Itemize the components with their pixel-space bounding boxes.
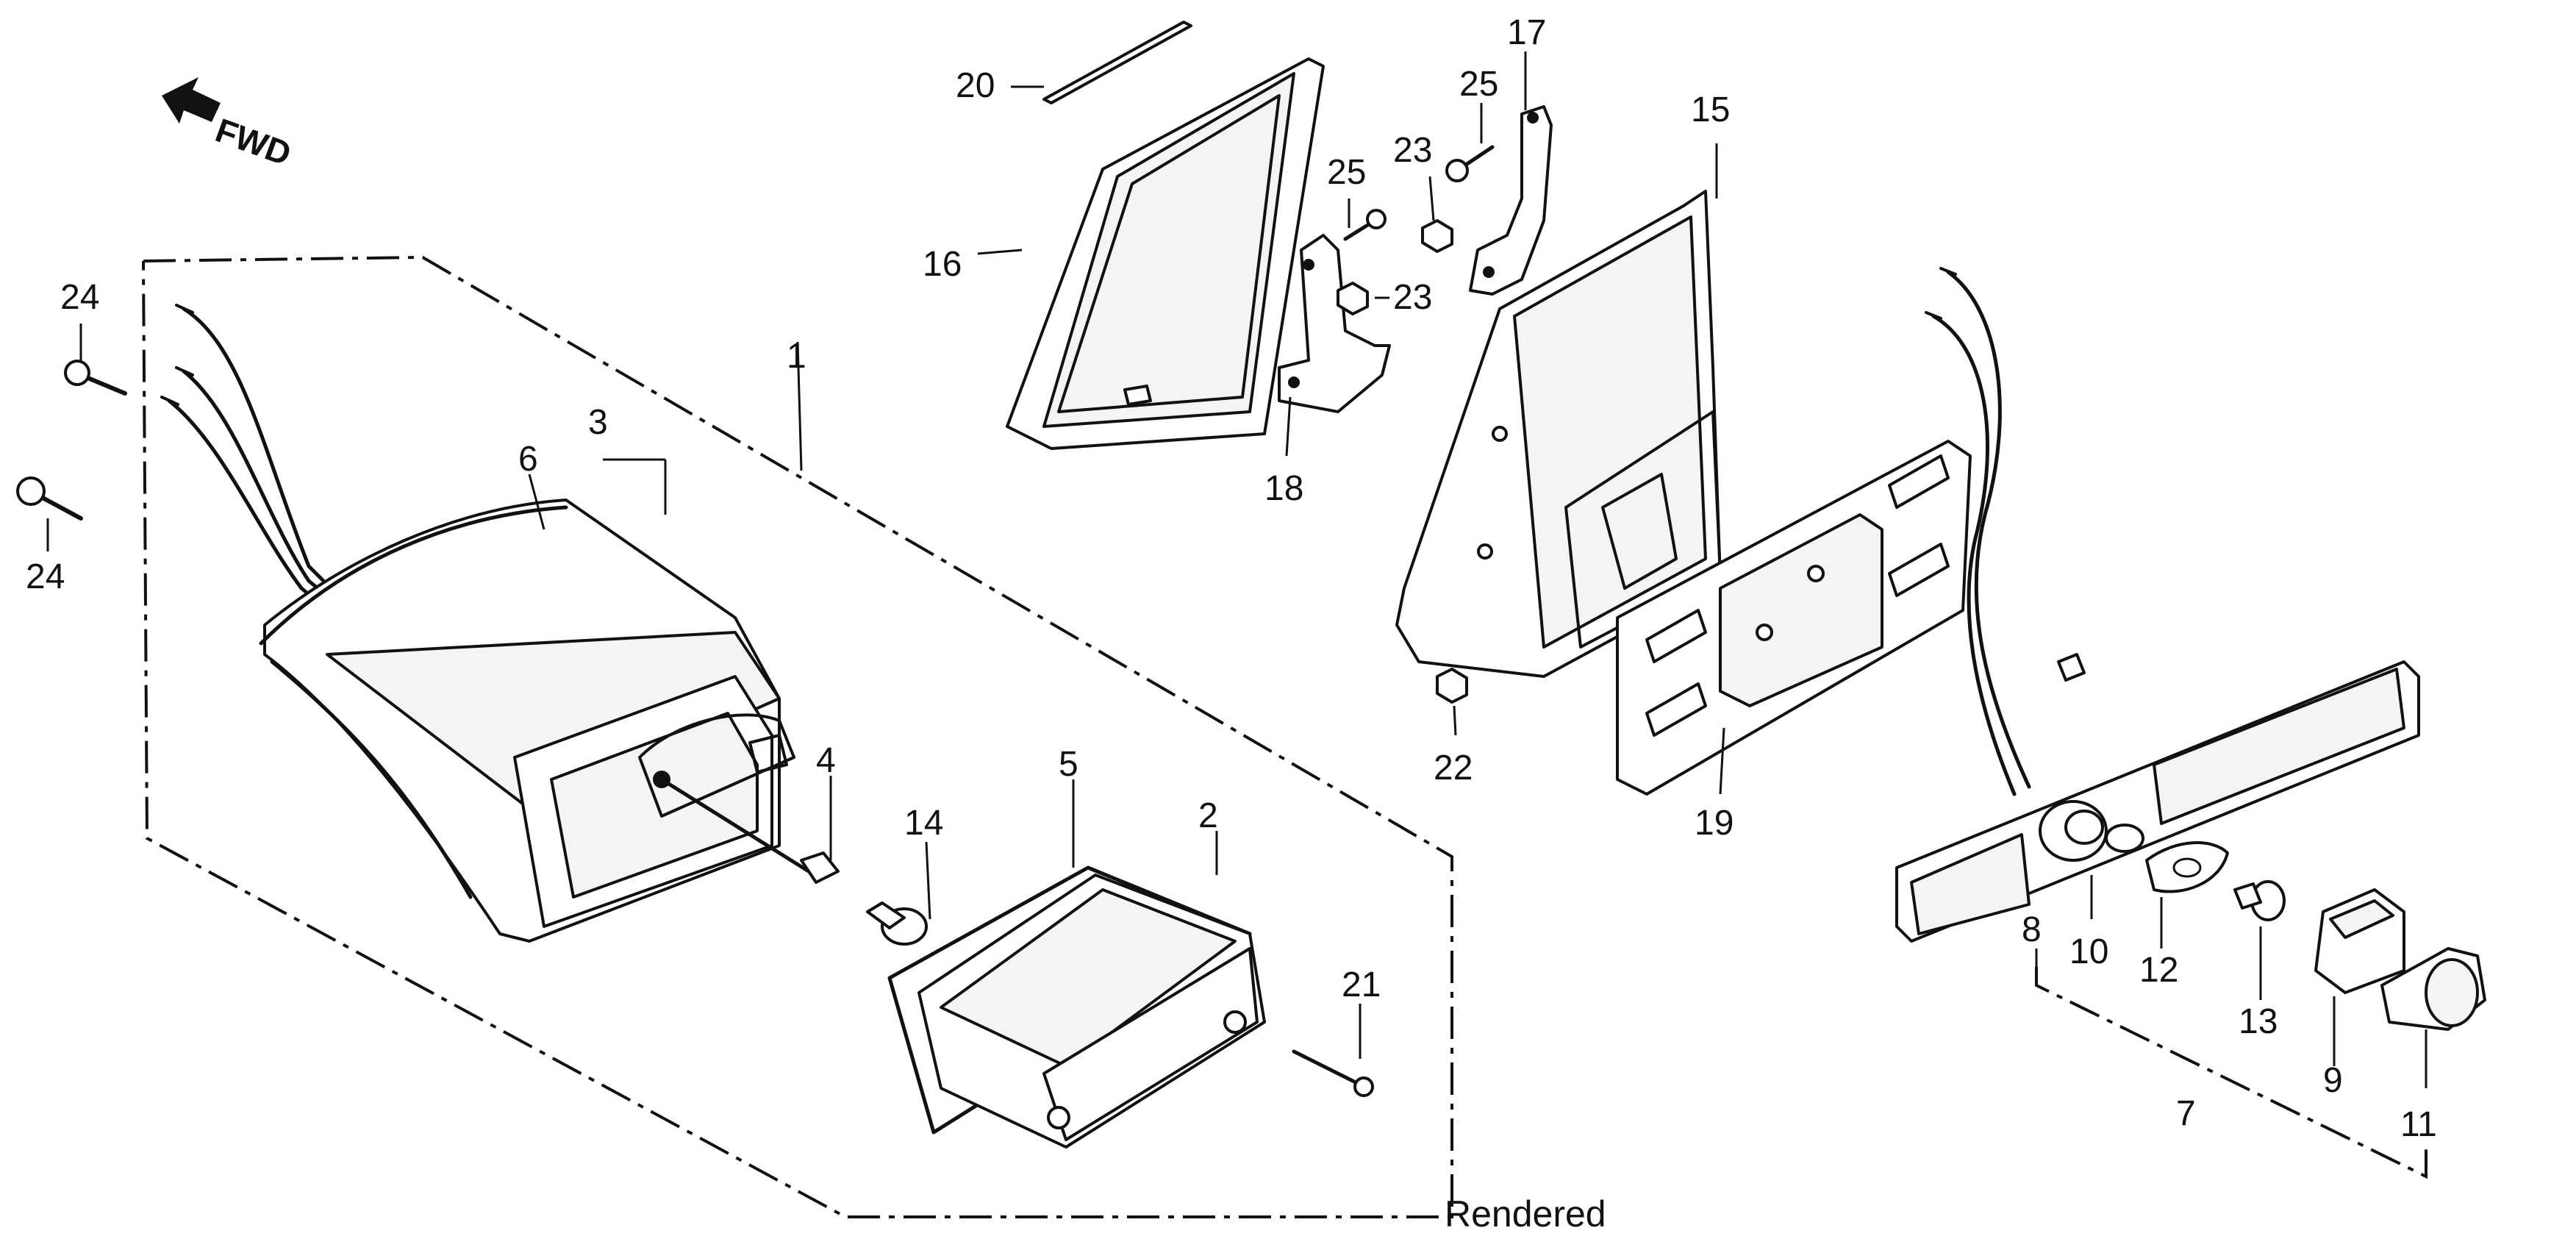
nut-part-22 bbox=[1436, 668, 1468, 704]
callout-25-left: 25 bbox=[1327, 153, 1366, 192]
callout-18: 18 bbox=[1264, 469, 1303, 508]
callout-16: 16 bbox=[923, 245, 962, 284]
license-light-base-part-8 bbox=[1895, 660, 2420, 943]
bulb-part-13 bbox=[2233, 880, 2286, 921]
callout-25-right: 25 bbox=[1459, 65, 1498, 104]
cover-part-15 bbox=[1395, 190, 1722, 678]
callout-10: 10 bbox=[2069, 932, 2108, 971]
screw-part-4 bbox=[659, 777, 840, 884]
leader-lines bbox=[46, 51, 2427, 1088]
fwd-arrow-icon: FWD bbox=[162, 77, 296, 173]
cover-part-11 bbox=[2380, 947, 2486, 1031]
tail-light-wires bbox=[160, 304, 355, 627]
callout-9: 9 bbox=[2323, 1061, 2343, 1100]
bracket-part-18 bbox=[1278, 234, 1391, 413]
assembly-7-outline bbox=[2035, 967, 2427, 1179]
callout-5: 5 bbox=[1059, 745, 1078, 784]
license-light-wires bbox=[1925, 267, 2086, 796]
bolt-part-25-left bbox=[1343, 209, 1387, 241]
callout-8: 8 bbox=[2022, 910, 2042, 949]
assembly-1-outline bbox=[142, 255, 1453, 1218]
callout-21: 21 bbox=[1342, 965, 1381, 1004]
callout-7: 7 bbox=[2176, 1094, 2196, 1133]
callout-11: 11 bbox=[2400, 1105, 2437, 1144]
bolt-part-24-lower bbox=[16, 476, 83, 521]
tail-light-housing-part-3 bbox=[259, 499, 795, 943]
callout-6: 6 bbox=[518, 440, 538, 479]
callout-22: 22 bbox=[1434, 749, 1473, 788]
callout-24-lower: 24 bbox=[26, 557, 65, 596]
screw-part-21 bbox=[1292, 1049, 1374, 1097]
fwd-label: FWD bbox=[211, 111, 296, 174]
bracket-part-17 bbox=[1469, 105, 1553, 296]
callout-labels: 1 2 3 4 5 6 7 8 9 10 11 12 13 14 15 16 1… bbox=[26, 13, 2437, 1144]
lens-part-9 bbox=[2314, 888, 2405, 994]
callout-14: 14 bbox=[904, 804, 943, 843]
callout-2: 2 bbox=[1198, 796, 1218, 835]
license-plate-bracket-part-19 bbox=[1616, 440, 1972, 796]
callout-24-upper: 24 bbox=[60, 278, 99, 317]
plate-part-12 bbox=[2145, 841, 2229, 893]
callout-12: 12 bbox=[2139, 951, 2178, 990]
callout-13: 13 bbox=[2239, 1002, 2278, 1041]
callout-4: 4 bbox=[816, 741, 836, 780]
frame-part-16 bbox=[1006, 57, 1325, 450]
callout-23-lower: 23 bbox=[1393, 278, 1432, 317]
callout-17: 17 bbox=[1507, 13, 1546, 52]
rendered-note: Rendered bbox=[1445, 1193, 1606, 1235]
tail-light-lens-part-2 bbox=[887, 865, 1266, 1149]
bulb-part-14 bbox=[866, 901, 928, 946]
bolt-part-25-right bbox=[1445, 145, 1495, 182]
callout-3: 3 bbox=[588, 403, 608, 442]
callout-19: 19 bbox=[1695, 804, 1734, 843]
nut-part-23-lower bbox=[1337, 282, 1369, 315]
bolt-part-24-upper bbox=[64, 360, 127, 396]
nut-part-23-upper bbox=[1421, 219, 1453, 253]
gasket-part-10 bbox=[2105, 824, 2144, 853]
callout-20: 20 bbox=[956, 66, 995, 105]
callout-23-upper: 23 bbox=[1393, 131, 1432, 170]
strip-part-20 bbox=[1042, 21, 1192, 104]
callout-15: 15 bbox=[1691, 90, 1730, 129]
callout-1: 1 bbox=[787, 337, 806, 376]
